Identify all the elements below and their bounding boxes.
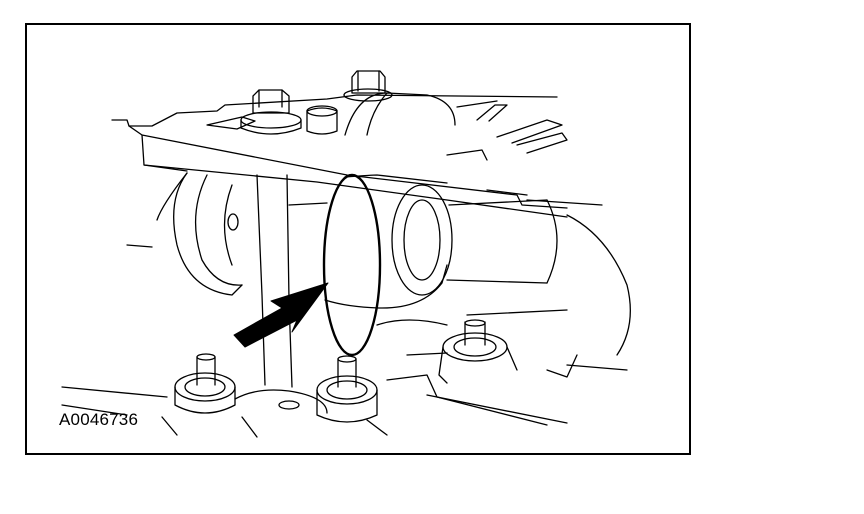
bolt-head-icon — [240, 89, 302, 135]
base-casting — [61, 319, 578, 438]
roller-bushing — [322, 92, 558, 357]
shaft-body — [466, 199, 631, 371]
engine-illustration — [61, 70, 631, 438]
cam-housing — [126, 172, 328, 388]
spacer — [306, 105, 338, 135]
figure-id-label: A0046736 — [59, 410, 139, 429]
dowel-pin-icon — [316, 355, 378, 423]
arrow-pointer-icon — [233, 282, 329, 348]
dowel-pin-icon — [174, 353, 236, 414]
dowel-pin-icon — [438, 319, 518, 384]
upper-plate — [111, 94, 568, 218]
illustration-frame: A0046736 — [25, 23, 691, 455]
bolt-head-icon — [343, 70, 393, 102]
